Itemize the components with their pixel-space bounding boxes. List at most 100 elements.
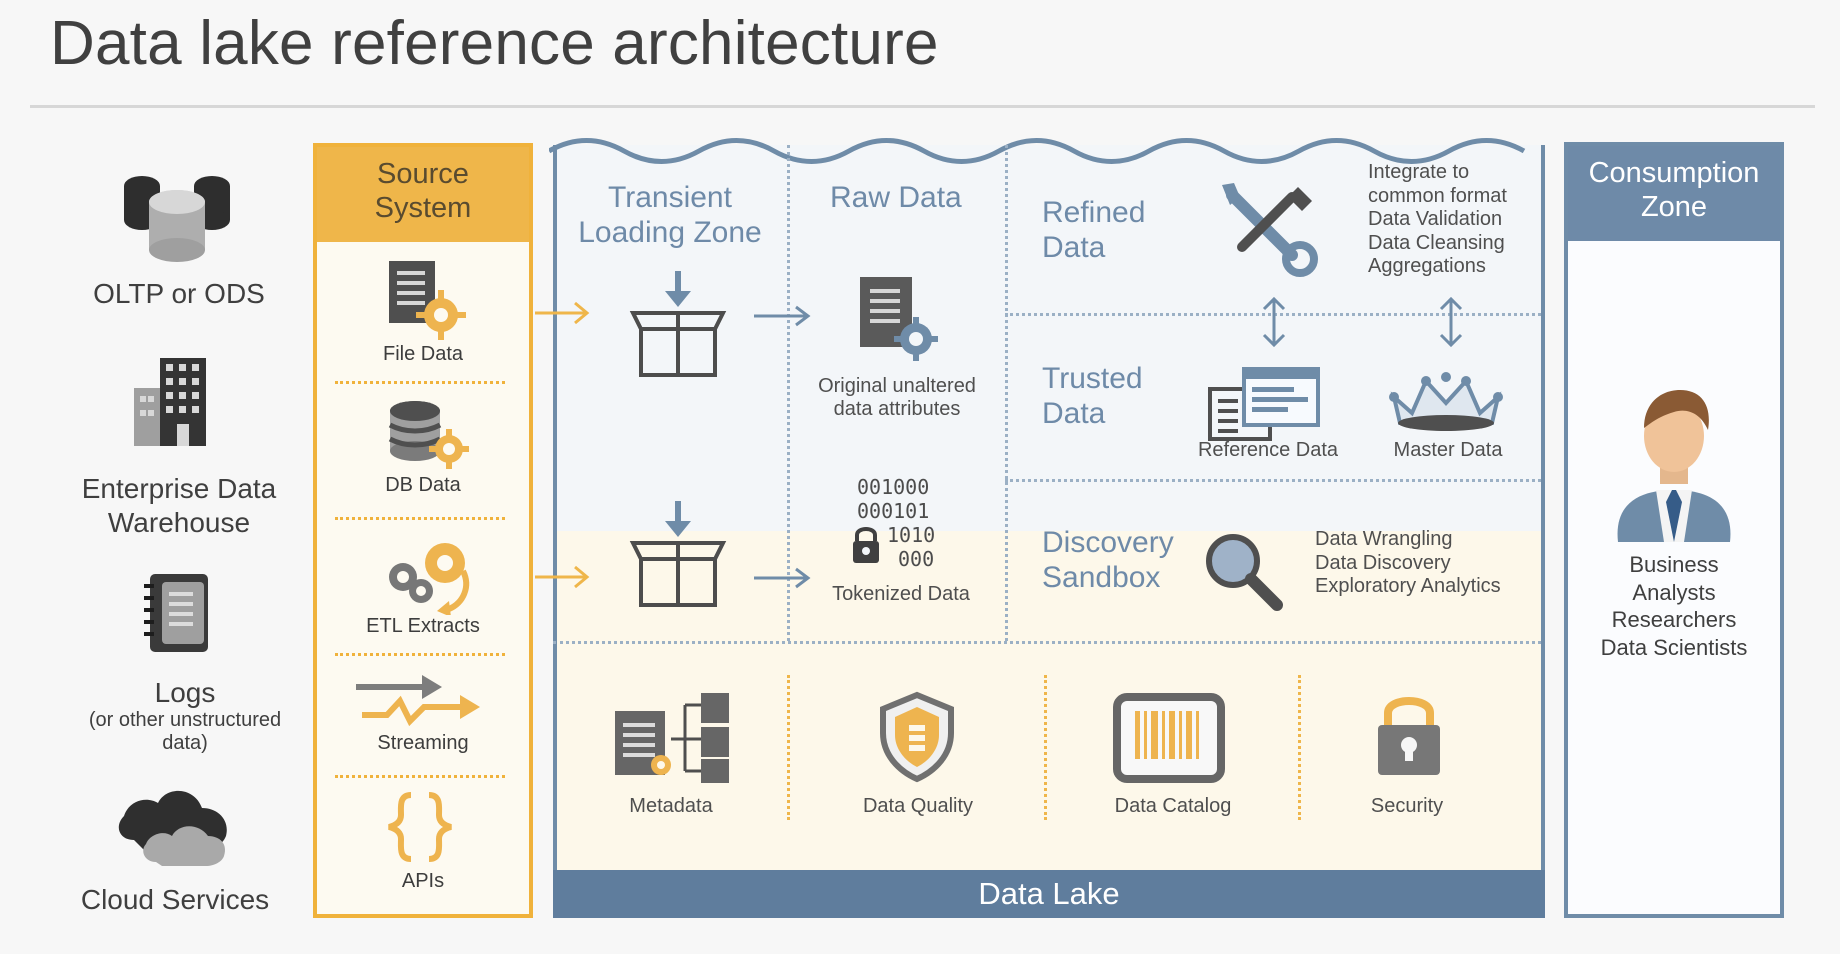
reference-data-label: Reference Data: [1197, 439, 1339, 461]
source-logs: Logs (or other unstructured data): [40, 677, 330, 755]
source-file-data-label: File Data: [382, 343, 464, 365]
source-oltp: OLTP or ODS: [34, 278, 324, 310]
gears-icon: [377, 535, 477, 620]
lake-divider-trusted: [1005, 479, 1541, 482]
binary-line-4: 000: [898, 547, 935, 571]
transient-title-line1: Transient: [608, 181, 732, 214]
trusted-title-line1: Trusted: [1042, 362, 1143, 395]
consumer-business: Business: [1629, 552, 1719, 577]
source-separator-3: [335, 653, 505, 656]
metadata-icon: [613, 689, 737, 790]
source-logs-sublabel1: (or other unstructured: [88, 709, 282, 731]
source-apis: APIs: [317, 870, 529, 893]
consumer-researchers: Researchers: [1611, 607, 1737, 632]
source-etl-extracts: ETL Extracts: [317, 615, 529, 638]
trusted-data-title: Trusted Data: [1042, 361, 1143, 432]
refined-note-4: Data Cleansing: [1368, 231, 1505, 254]
discovery-notes: Data Wrangling Data Discovery Explorator…: [1315, 528, 1501, 599]
metadata-label: Metadata: [629, 795, 713, 817]
source-oltp-label: OLTP or ODS: [93, 278, 265, 309]
source-edw: Enterprise Data Warehouse: [34, 472, 324, 539]
source-separator-4: [335, 775, 505, 778]
master-data-label: Master Data: [1393, 439, 1503, 461]
source-db-data-label: DB Data: [385, 474, 461, 496]
box-icon-upper: [623, 271, 733, 382]
binary-line-3: 1010: [887, 523, 936, 547]
source-etl-extracts-label: ETL Extracts: [366, 615, 480, 637]
source-file-data: File Data: [317, 343, 529, 366]
discovery-sandbox-title: Discovery Sandbox: [1042, 525, 1174, 596]
refined-note-3: Data Validation: [1368, 208, 1503, 231]
source-streaming-label: Streaming: [377, 732, 469, 754]
consumer-analysts: Analysts: [1632, 579, 1716, 605]
transient-to-raw-arrow-lower: [752, 566, 816, 595]
data-quality-label: Data Quality: [862, 795, 974, 817]
database-icon: [120, 170, 235, 275]
refined-note-2: common format: [1368, 184, 1507, 207]
consumption-header: Consumption Zone: [1568, 146, 1780, 241]
crown-icon: [1388, 369, 1504, 438]
source-cloud-label: Cloud Services: [80, 884, 270, 915]
transient-title-line2: Loading Zone: [578, 216, 762, 250]
raw-data-description: Original unaltered data attributes: [807, 375, 987, 421]
source-system-header: Source System: [317, 147, 529, 242]
data-lake-wave: [549, 138, 1526, 164]
refined-note-5: Aggregations: [1368, 255, 1486, 278]
discovery-title-line2: Sandbox: [1042, 561, 1161, 595]
consumer-data-scientists: Data Scientists: [1600, 634, 1748, 660]
source-separator-2: [335, 517, 505, 520]
binary-line-1: 001000: [857, 475, 930, 499]
bottom-separator-1: [787, 675, 790, 820]
source-separator-1: [335, 381, 505, 384]
building-icon: [134, 356, 222, 453]
streaming-arrows-icon: [352, 667, 482, 742]
raw-data-desc-line1: Original unaltered: [818, 375, 976, 397]
source-to-lake-arrow-lower: [533, 564, 593, 595]
shield-icon: [875, 691, 959, 788]
lake-divider-raw: [1005, 145, 1008, 641]
source-logs-label: Logs: [154, 677, 216, 708]
tools-icon: [1216, 181, 1318, 286]
source-to-lake-arrow-upper: [533, 300, 593, 331]
refined-data-title: Refined Data: [1042, 195, 1145, 266]
logbook-icon: [138, 574, 220, 661]
refined-notes: Integrate to common format Data Validati…: [1368, 161, 1507, 279]
source-logs-sublabel2: data): [162, 732, 208, 754]
data-lake-label: Data Lake: [553, 870, 1545, 918]
consumption-header-line2: Zone: [1640, 191, 1708, 224]
refined-title-line2: Data: [1042, 231, 1106, 265]
raw-data-desc-line2: data attributes: [833, 398, 961, 420]
braces-icon: [381, 791, 459, 868]
trusted-title-line2: Data: [1042, 397, 1106, 431]
consumption-zone-panel: Consumption Zone Business Analysts Resea…: [1564, 142, 1784, 918]
source-system-panel: Source System File Data: [313, 143, 533, 918]
data-catalog-label: Data Catalog: [1114, 795, 1232, 817]
box-icon-lower: [623, 501, 733, 612]
cloud-icon: [114, 778, 250, 879]
lock-icon: [849, 523, 883, 572]
discovery-note-1: Data Wrangling: [1315, 528, 1453, 550]
lake-divider-bottom: [553, 641, 1541, 644]
consumption-header-line1: Consumption: [1588, 157, 1760, 189]
up-down-arrow-left-icon: [1260, 295, 1288, 354]
consumer-list: Business Analysts Researchers Data Scien…: [1568, 551, 1780, 661]
source-system-header-line1: Source: [377, 158, 469, 190]
barcode-icon: [1113, 693, 1225, 788]
source-streaming: Streaming: [317, 732, 529, 755]
source-cloud: Cloud Services: [30, 884, 320, 916]
reference-data-icon: [1208, 367, 1322, 448]
refined-title-line1: Refined: [1042, 196, 1146, 229]
transient-title: Transient Loading Zone: [570, 180, 770, 251]
security-label: Security: [1370, 795, 1444, 817]
person-icon: [1586, 382, 1762, 547]
discovery-note-2: Data Discovery: [1315, 551, 1451, 574]
bottom-separator-3: [1298, 675, 1301, 820]
source-system-header-line2: System: [374, 192, 472, 225]
source-edw-line2: Warehouse: [107, 506, 251, 538]
transient-to-raw-arrow-upper: [752, 304, 816, 333]
database-gear-icon: [385, 399, 469, 478]
discovery-note-3: Exploratory Analytics: [1315, 575, 1501, 598]
raw-data-title: Raw Data: [830, 181, 962, 214]
document-gear-icon: [858, 277, 946, 370]
